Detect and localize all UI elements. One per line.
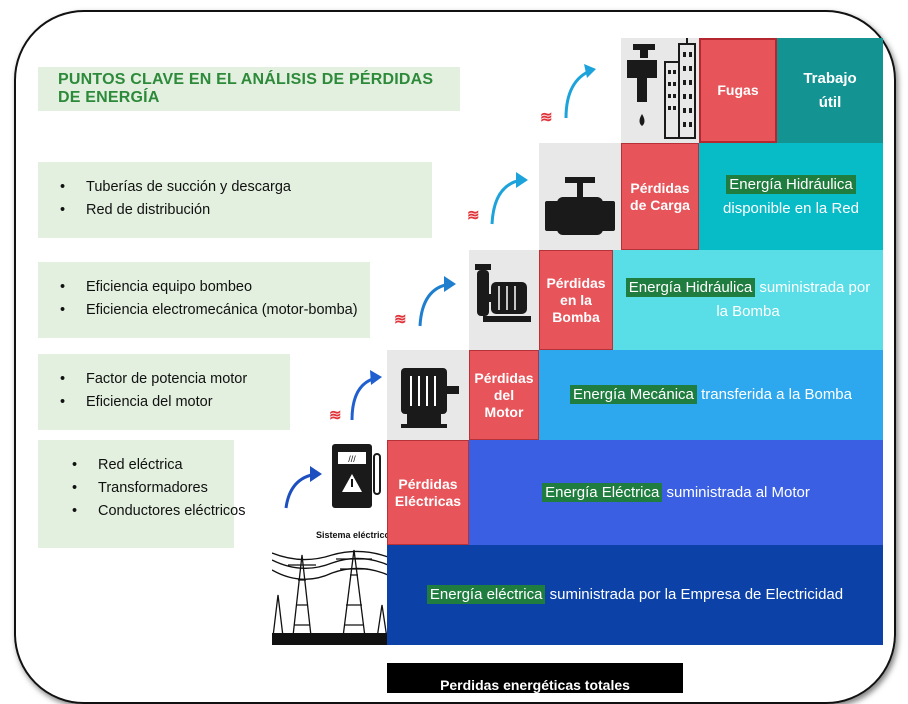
power-lines-box [271, 545, 389, 646]
trabajo-util-label: Trabajo útil [803, 69, 857, 111]
bullet-group-pump: Eficiencia equipo bombeo Eficiencia elec… [38, 262, 370, 338]
bullet-group-pipes: Tuberías de succión y descarga Red de di… [38, 162, 432, 238]
bullet-item: Red eléctrica [72, 454, 234, 477]
heat-icon: ≋ [540, 109, 553, 126]
bullet-item: Conductores eléctricos [72, 500, 246, 523]
svg-text:///: /// [348, 454, 356, 464]
energy-highlight: Energía Hidráulica [726, 174, 856, 194]
arrow-icon [418, 276, 456, 327]
energy-level-4: Energía Hidráulica suministrada por la B… [613, 250, 883, 350]
bullet-item: Eficiencia equipo bombeo [60, 276, 370, 299]
loss-motor: Pérdidas del Motor [469, 350, 539, 440]
energy-highlight: Energía Hidráulica [625, 278, 756, 297]
loss-electricas: Pérdidas Eléctricas [387, 440, 469, 545]
bullet-group-electric: Red eléctrica Transformadores Conductore… [38, 440, 246, 548]
energy-highlight: Energía eléctrica [426, 585, 546, 604]
tap-icon [627, 44, 657, 126]
energy-highlight: Energía Mecánica [570, 385, 697, 404]
sistema-electrico-label: Sistema eléctrico [315, 530, 391, 540]
heat-icon: ≋ [329, 407, 342, 424]
arrow-icon [284, 466, 322, 509]
pump-box [469, 250, 539, 350]
total-losses-bar: Perdidas energéticas totales [387, 663, 683, 693]
trabajo-util-block: Trabajo útil [777, 38, 883, 143]
arrow-icon [350, 370, 382, 421]
energy-highlight: Energía Eléctrica [542, 482, 663, 502]
valve-icon [545, 177, 615, 235]
total-losses-label: Perdidas energéticas totales [440, 677, 630, 693]
bullet-item: Eficiencia del motor [60, 391, 290, 414]
bullet-item: Tuberías de succión y descarga [60, 176, 432, 199]
loss-fugas: Fugas [699, 38, 777, 143]
energy-text: transferida a la Bomba [701, 386, 852, 403]
bullet-item: Factor de potencia motor [60, 368, 290, 391]
electric-meter-box: /// Sistema eléctrico [316, 440, 390, 544]
arrow-icon [490, 172, 528, 225]
pump-icon [475, 264, 531, 322]
building-icon [664, 38, 696, 139]
bullet-item: Red de distribución [60, 199, 432, 222]
energy-text: suministrada por la Bomba [716, 279, 871, 320]
power-lines-icon [271, 549, 389, 646]
loss-bomba: Pérdidas en la Bomba [539, 250, 613, 350]
energy-level-5: Energía Hidráulica disponible en la Red [699, 143, 883, 250]
bullet-item: Eficiencia electromecánica (motor-bomba) [60, 299, 370, 322]
bullet-group-motor: Factor de potencia motor Eficiencia del … [38, 354, 290, 430]
loss-carga: Pérdidas de Carga [621, 143, 699, 250]
valve-box [539, 143, 621, 250]
energy-text: suministrada al Motor [666, 483, 810, 501]
motor-box [387, 350, 469, 440]
energy-text: suministrada por la Empresa de Electrici… [549, 586, 844, 603]
tap-building-box [621, 38, 699, 143]
energy-level-1: Energía eléctrica suministrada por la Em… [387, 545, 883, 645]
diagram-title: PUNTOS CLAVE EN EL ANÁLISIS DE PÉRDIDAS … [38, 67, 460, 111]
energy-level-3: Energía Mecánica transferida a la Bomba [539, 350, 883, 440]
heat-icon: ≋ [394, 311, 407, 328]
energy-level-2: Energía Eléctrica suministrada al Motor [469, 440, 883, 545]
motor-icon [401, 368, 459, 428]
energy-text: disponible en la Red [723, 199, 859, 217]
arrow-icon [564, 64, 596, 119]
bullet-item: Transformadores [72, 477, 234, 500]
electric-meter-icon: /// [332, 444, 381, 508]
heat-icon: ≋ [467, 207, 480, 224]
